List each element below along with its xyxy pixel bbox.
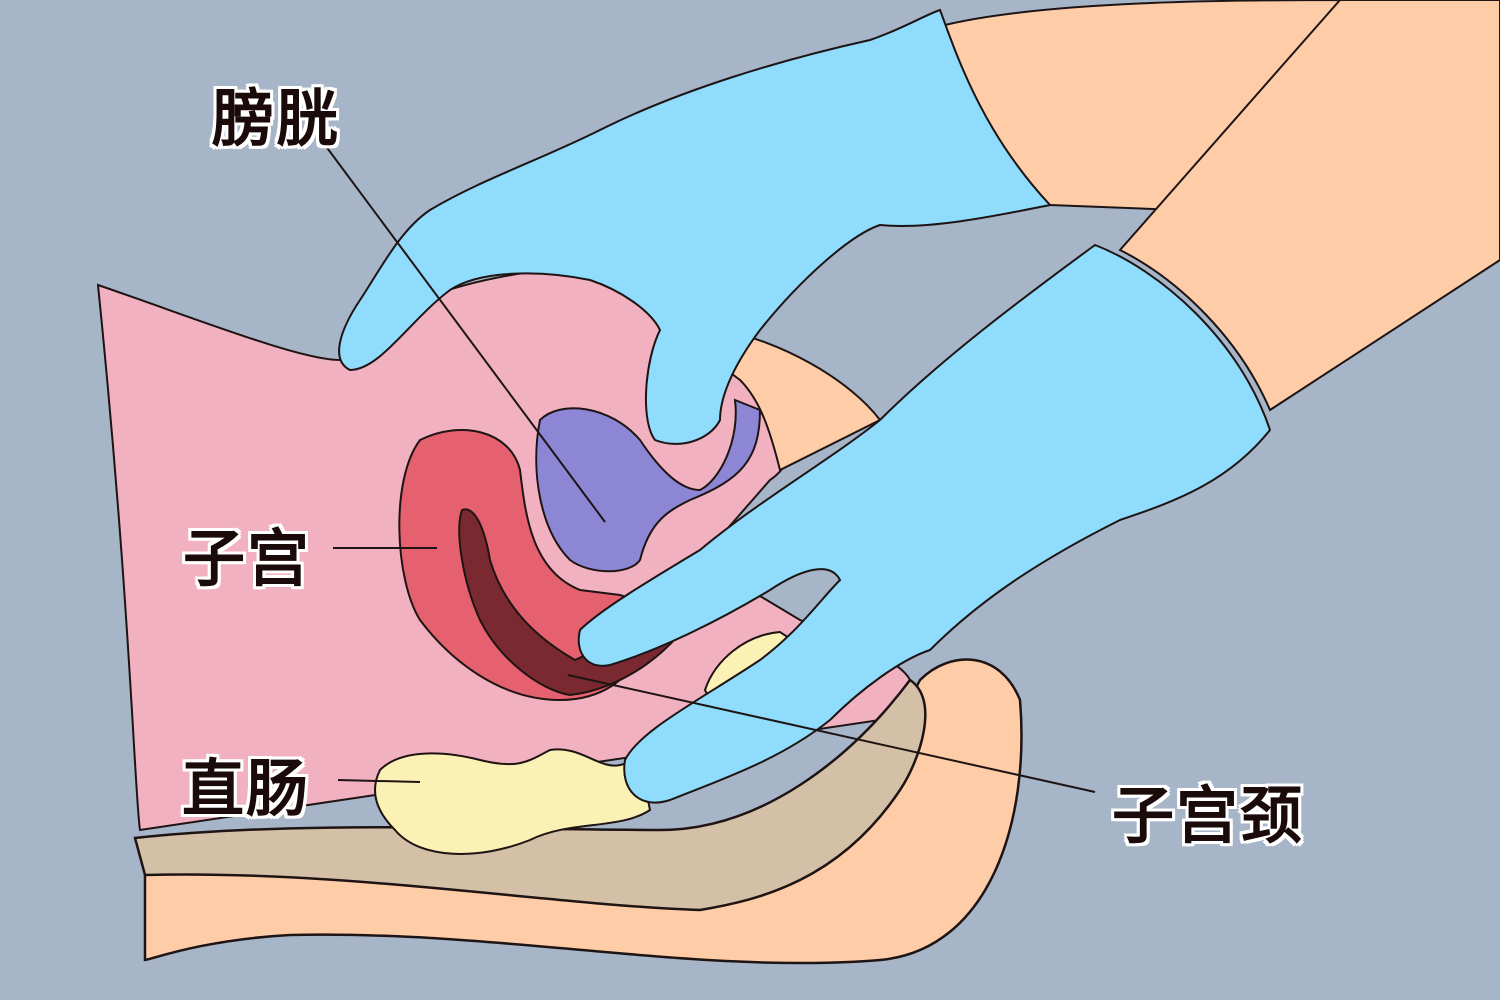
glove-upper-hand [338,8,1052,445]
label-bladder: 膀胱 [212,82,341,155]
lower-forearm [1118,0,1500,412]
label-rectum: 直肠 [182,752,311,825]
label-uterus: 子宫 [183,522,312,595]
cervix-leader-line [567,674,1096,793]
label-cervix: 子宫颈 [1112,779,1305,852]
bladder-leader-line [324,144,606,523]
rectum-leader-line [337,779,421,783]
rectum [374,748,652,855]
glove-lower-hand [577,243,1272,804]
bladder [535,398,762,573]
